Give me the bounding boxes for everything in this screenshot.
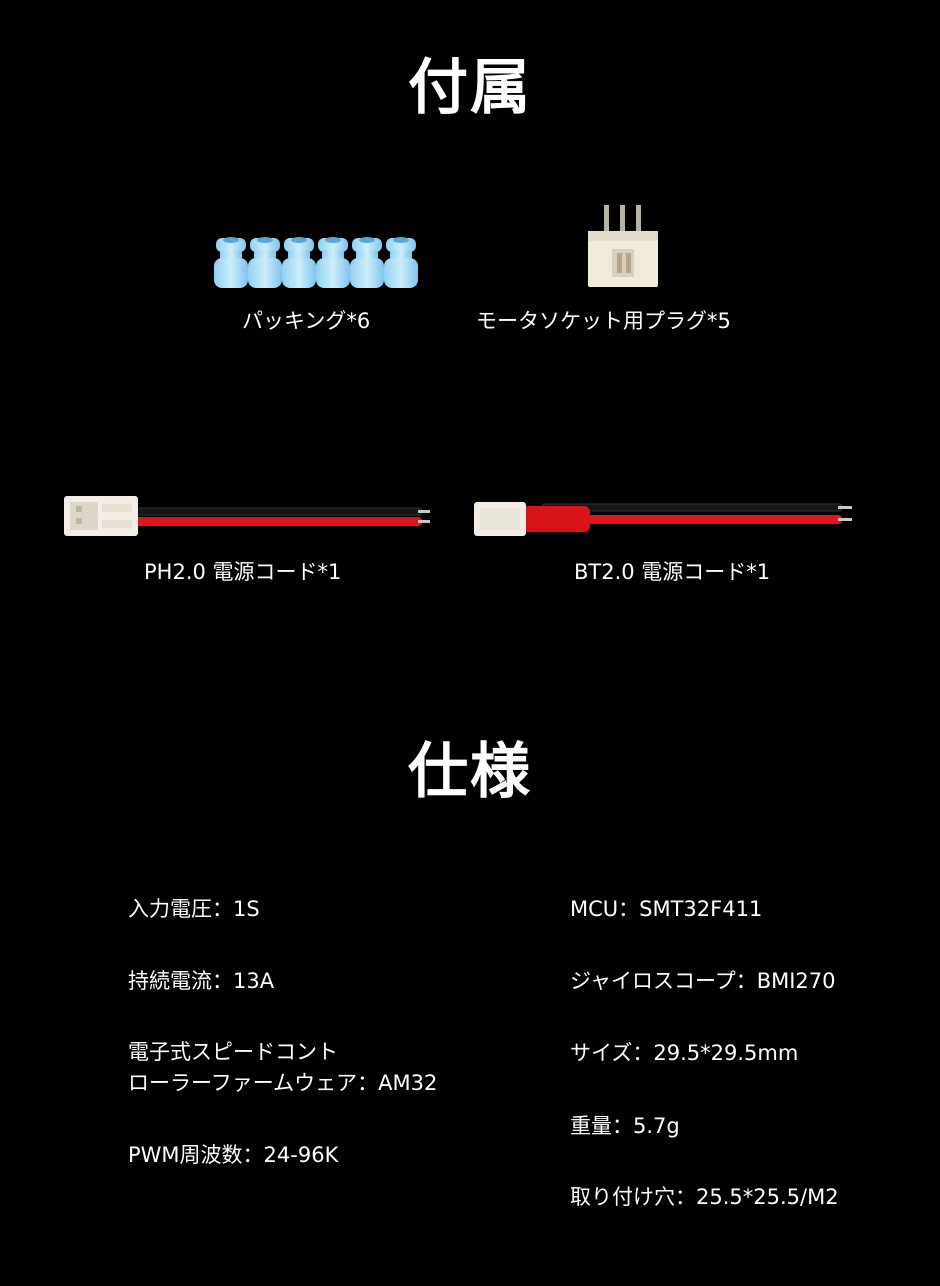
- accessories-title: 付属: [408, 53, 532, 123]
- ph20-power-cable-label: PH2.0 電源コード*1: [144, 560, 342, 584]
- spec-continuous-current: 持続電流：13A: [128, 969, 275, 993]
- bt20-power-cable-image: [474, 502, 852, 536]
- spec-esc-firmware-line2: ローラーファームウェア：AM32: [128, 1071, 438, 1095]
- ph20-power-cable-image: [64, 496, 430, 536]
- motor-socket-plug-label: モータソケット用プラグ*5: [476, 309, 731, 333]
- spec-gyroscope: ジャイロスコープ：BMI270: [570, 969, 836, 993]
- bt20-power-cable-label: BT2.0 電源コード*1: [574, 560, 771, 584]
- spec-esc-firmware: 電子式スピードコント ローラーファームウェア：AM32: [128, 1037, 437, 1099]
- spec-pwm-frequency: PWM周波数：24-96K: [128, 1143, 339, 1167]
- spec-mcu: MCU：SMT32F411: [570, 897, 763, 921]
- specs-title: 仕様: [408, 737, 532, 807]
- spec-esc-firmware-line1: 電子式スピードコント: [128, 1040, 338, 1064]
- spec-weight: 重量：5.7g: [570, 1114, 680, 1138]
- grommet-set-image: [214, 237, 418, 288]
- spec-size: サイズ：29.5*29.5mm: [570, 1041, 799, 1065]
- grommet-set-label: パッキング*6: [242, 309, 371, 333]
- three-pin-plug-image: [588, 205, 658, 287]
- spec-mounting-holes: 取り付け穴：25.5*25.5/M2: [570, 1185, 839, 1209]
- spec-input-voltage: 入力電圧：1S: [128, 897, 260, 921]
